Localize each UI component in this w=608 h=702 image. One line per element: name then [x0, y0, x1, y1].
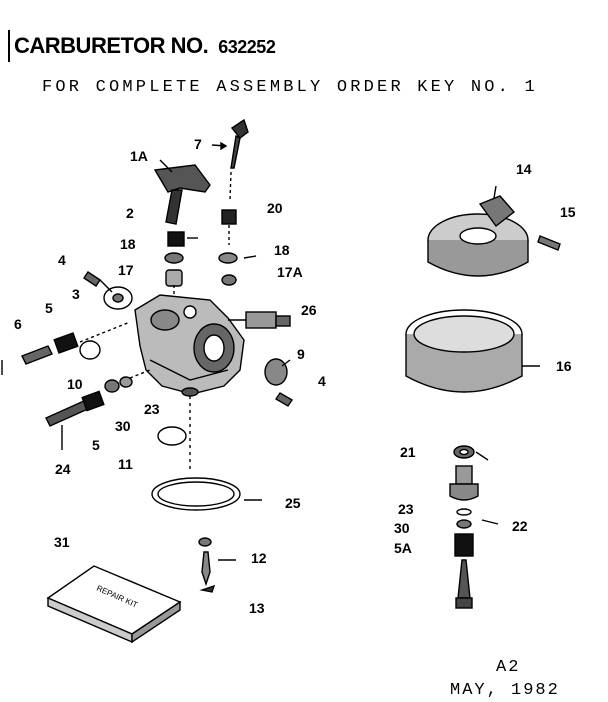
needle-seat-parts-12-13: [198, 537, 236, 593]
callout-16: 16: [556, 358, 572, 374]
throttle-shaft-part-7: [211, 118, 249, 201]
callout-17: 17: [118, 262, 134, 278]
callout-23-left: 23: [144, 401, 160, 417]
callout-25: 25: [285, 495, 301, 511]
callout-18-left: 18: [120, 236, 136, 252]
carburetor-number: 632252: [218, 37, 276, 57]
callout-30-right: 30: [394, 520, 410, 536]
callout-20: 20: [267, 200, 283, 216]
callout-18-right: 18: [274, 242, 290, 258]
callout-9: 9: [297, 346, 305, 362]
page-title: CARBURETOR NO. 632252: [14, 33, 276, 59]
callout-26: 26: [301, 302, 317, 318]
float-part-14: [427, 185, 529, 277]
callout-17a: 17A: [277, 264, 303, 280]
callout-14: 14: [516, 161, 532, 177]
idle-screw-part-20: [218, 209, 257, 286]
callout-30-left: 30: [115, 418, 131, 434]
throttle-plate-part-1a: [153, 159, 211, 225]
callout-13: 13: [249, 600, 265, 616]
callout-7: 7: [194, 136, 202, 152]
callout-5-upper: 5: [45, 300, 53, 316]
assembly-note: FOR COMPLETE ASSEMBLY ORDER KEY NO. 1: [42, 78, 538, 97]
bowl-nut-stack-parts-21-22-23-30-5a: [449, 445, 499, 609]
repair-kit-part-31: [46, 565, 182, 644]
welch-plug-part-11: [157, 426, 187, 446]
left-cover-parts-4-3: [83, 271, 133, 310]
callout-5-lower: 5: [92, 437, 100, 453]
callout-22: 22: [512, 518, 528, 534]
right-diaphragm-parts-9-4: [264, 358, 293, 407]
callout-23-right: 23: [398, 501, 414, 517]
carburetor-body-part-1: [134, 294, 245, 470]
callout-3: 3: [72, 286, 80, 302]
callout-21: 21: [400, 444, 416, 460]
callout-1a: 1A: [130, 148, 148, 164]
callout-31: 31: [54, 534, 70, 550]
main-mixture-parts-24-5-30-23: [45, 369, 151, 450]
bowl-gasket-part-25: [151, 477, 262, 511]
callout-5a: 5A: [394, 540, 412, 556]
revision-date: MAY, 1982: [450, 681, 560, 700]
callout-4-left: 4: [58, 252, 66, 268]
callout-12: 12: [251, 550, 267, 566]
title-rule: [8, 30, 10, 62]
callout-15: 15: [560, 204, 576, 220]
callout-24: 24: [55, 461, 71, 477]
title-text: CARBURETOR NO.: [14, 33, 209, 58]
idle-mixture-parts-6-5: [21, 321, 131, 365]
left-stack-parts-2-18-17: [164, 231, 198, 296]
callout-2: 2: [126, 205, 134, 221]
float-bowl-part-16: [405, 309, 540, 393]
page-number: A2: [496, 658, 521, 677]
callout-11: 11: [118, 456, 133, 472]
callout-6: 6: [14, 316, 22, 332]
callout-10: 10: [67, 376, 83, 392]
callout-4-right: 4: [318, 373, 326, 389]
float-pin-part-15: [537, 235, 561, 251]
fuel-inlet-part-26: [228, 311, 291, 329]
